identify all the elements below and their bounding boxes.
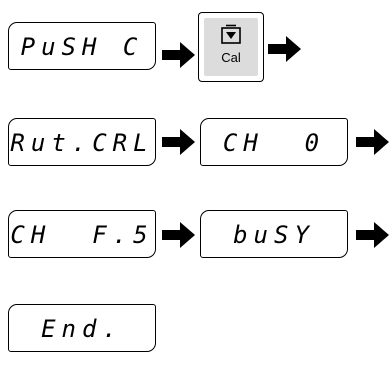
right-arrow-icon (162, 222, 195, 248)
cal-button-face: Cal (204, 18, 258, 76)
lcd-display-ch-0: CH 0 (200, 118, 348, 166)
right-arrow-icon (268, 36, 301, 62)
right-arrow-icon (162, 129, 195, 155)
right-arrow-icon (356, 129, 389, 155)
lcd-text: CH 0 (222, 129, 326, 157)
lcd-text: End. (41, 315, 123, 343)
lcd-display-busy: buSY (200, 210, 348, 258)
lcd-display-push-c: PuSH C (8, 22, 156, 70)
right-arrow-icon (356, 222, 389, 248)
right-arrow-icon (162, 42, 195, 68)
lcd-display-end: End. (8, 304, 156, 352)
lcd-display-aut-cal: Rut.CRL (8, 118, 156, 166)
weight-icon (221, 24, 241, 44)
cal-button[interactable]: Cal (198, 12, 264, 82)
lcd-text: CH F.5 (10, 221, 154, 249)
lcd-display-ch-fs: CH F.5 (8, 210, 156, 258)
lcd-text: Rut.CRL (10, 129, 154, 157)
lcd-text: PuSH C (20, 33, 144, 61)
lcd-text: buSY (233, 221, 315, 249)
cal-button-label: Cal (221, 50, 241, 65)
